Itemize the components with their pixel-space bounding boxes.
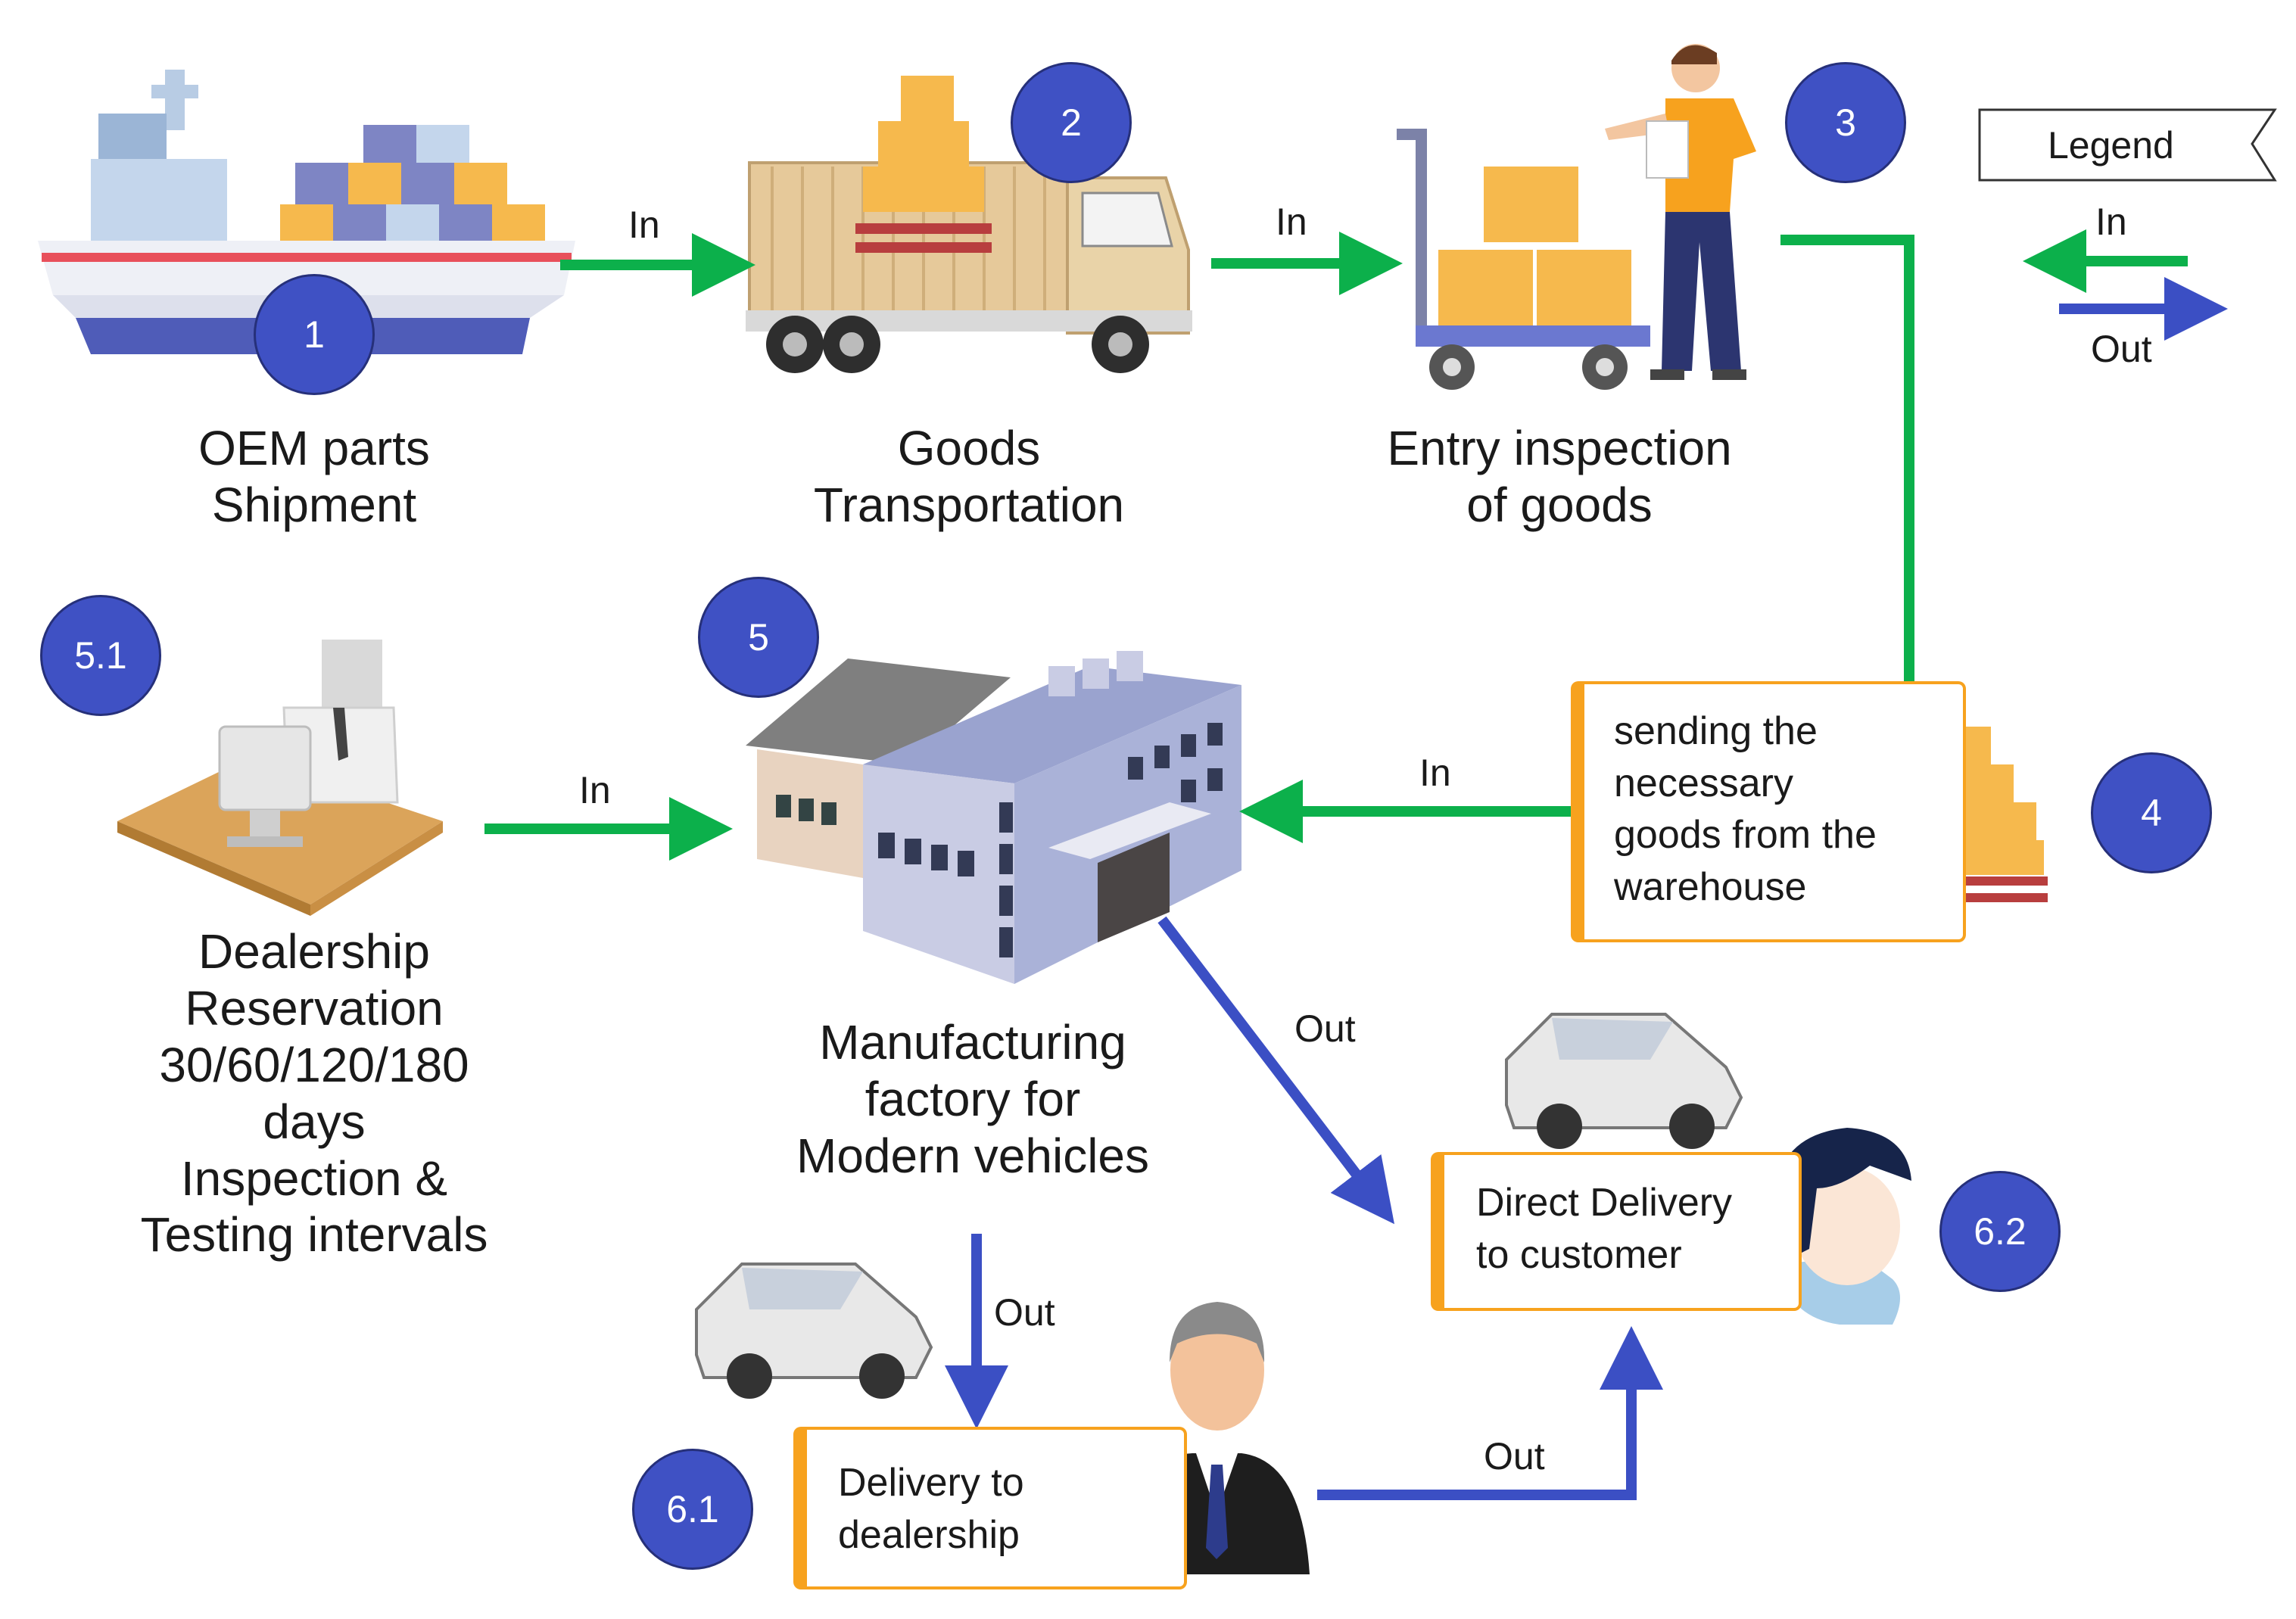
caption-line: Modern vehicles [796, 1128, 1149, 1183]
legend-box [1978, 108, 2277, 182]
caption-line: Entry inspection [1387, 421, 1732, 475]
ship-icon [38, 70, 575, 354]
caption-line: Testing intervals [140, 1207, 488, 1263]
caption-line: Manufacturing [819, 1015, 1126, 1069]
truck-icon [746, 76, 1192, 373]
step-5-1-caption: Dealership Reservation 30/60/120/180 day… [98, 923, 530, 1263]
caption-line: Shipment [211, 477, 417, 532]
factory-icon [746, 651, 1241, 984]
caption-line: Inspection & [180, 1150, 448, 1206]
customer-person-icon [1774, 1128, 1911, 1325]
step-badge-6-2: 6.2 [1939, 1171, 2061, 1292]
step-badge-2: 2 [1011, 62, 1132, 183]
dealership-desk-icon [117, 640, 443, 916]
caption-line: warehouse [1614, 864, 1807, 909]
caption-line: necessary [1614, 761, 1793, 805]
step-5-caption: Manufacturing factory for Modern vehicle… [746, 1014, 1200, 1185]
legend-out-label: Out [2091, 328, 2152, 370]
step-badge-4: 4 [2091, 752, 2212, 873]
caption-line: OEM parts [198, 421, 430, 475]
arrow-label-out: Out [994, 1291, 1055, 1334]
caption-line: Reservation [185, 980, 444, 1035]
caption-line: Transportation [813, 477, 1125, 532]
step-2-caption: Goods Transportation [772, 420, 1166, 534]
caption-line: sending the [1614, 709, 1818, 753]
caption-line: dealership [838, 1512, 1020, 1557]
step-badge-5: 5 [698, 577, 819, 698]
step-6-1-box [793, 1427, 1187, 1589]
arrow-label-in: In [628, 204, 660, 246]
legend-title: Legend [2048, 124, 2174, 167]
legend-in-label: In [2095, 201, 2127, 243]
in-connector-3-4 [1780, 235, 1914, 681]
caption-line: Direct Delivery [1476, 1181, 1733, 1225]
arrow-label-out: Out [1484, 1435, 1545, 1477]
caption-line: goods from the [1614, 813, 1877, 858]
step-badge-3: 3 [1785, 62, 1906, 183]
out-arrow-61-62 [1317, 1326, 1663, 1500]
step-6-2-box [1431, 1152, 1802, 1311]
caption-line: of goods [1466, 477, 1653, 532]
caption-line: days [263, 1094, 366, 1149]
step-badge-1: 1 [254, 274, 375, 395]
caption-line: Goods [897, 421, 1041, 475]
step-4-caption: sending the necessary goods from the war… [1614, 705, 1877, 914]
step-6-2-caption: Direct Delivery to customer [1476, 1177, 1732, 1281]
arrow-label-in: In [1419, 752, 1451, 794]
arrow-label-in: In [579, 769, 611, 811]
arrow-label-in: In [1276, 201, 1307, 243]
step-badge-5-1: 5.1 [40, 595, 161, 716]
arrow-label-out: Out [1294, 1007, 1356, 1050]
step-4-box [1571, 681, 1966, 942]
caption-line: factory for [865, 1071, 1081, 1126]
step-badge-6-1: 6.1 [632, 1449, 753, 1570]
caption-line: 30/60/120/180 [159, 1037, 469, 1092]
step-6-1-caption: Delivery to dealership [838, 1457, 1024, 1561]
caption-line: Delivery to [838, 1461, 1024, 1505]
out-arrow-5-62 [1157, 916, 1394, 1225]
inspector-with-trolley-icon [1397, 44, 1756, 390]
caption-line: Dealership [198, 924, 430, 979]
step-3-caption: Entry inspection of goods [1347, 420, 1771, 534]
car-icon [695, 1263, 933, 1399]
step-1-caption: OEM parts Shipment [129, 420, 500, 534]
caption-line: to customer [1476, 1232, 1682, 1277]
car-icon [1505, 1013, 1743, 1149]
